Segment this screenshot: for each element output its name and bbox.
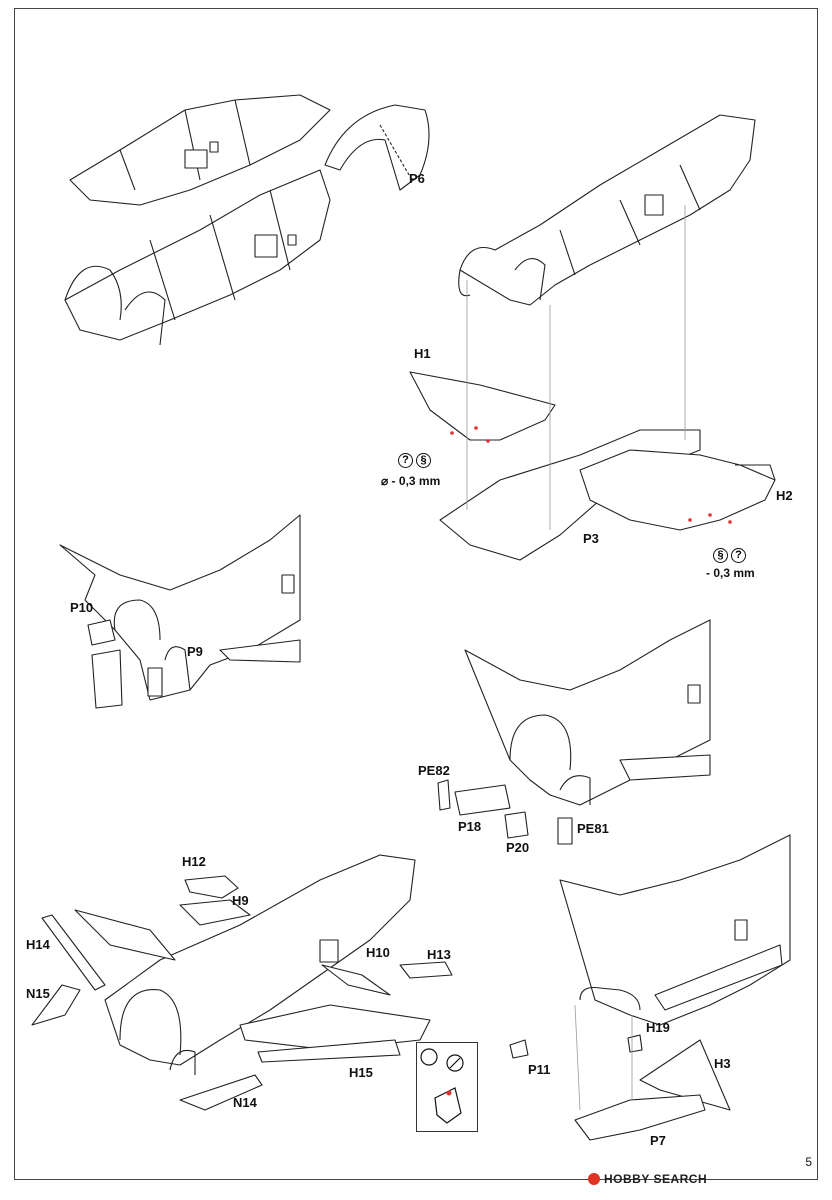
part-p20-drawing (504, 811, 529, 839)
label-p10: P10 (70, 600, 94, 615)
part-h10-drawing (321, 964, 391, 996)
watermark: HOBBY SEARCH (588, 1172, 707, 1186)
label-p3: P3 (583, 531, 599, 546)
inset-drawing (420, 1048, 464, 1124)
fuselage-upper-half-drawing (69, 94, 331, 206)
part-p7-drawing (574, 1094, 706, 1141)
part-h13-drawing (399, 961, 453, 979)
drill-note-right: - 0,3 mm (706, 566, 755, 580)
label-h13: H13 (427, 947, 451, 962)
part-pe81-drawing (557, 817, 573, 845)
part-p11-drawing (509, 1039, 529, 1059)
label-p18: P18 (458, 819, 482, 834)
step-c-airframe-drawing (59, 514, 301, 701)
label-pe81: PE81 (577, 821, 609, 836)
fuselage-assembly-drawing (458, 114, 756, 306)
detail-inset (416, 1042, 478, 1132)
fuselage-lower-half-drawing (64, 169, 331, 346)
part-n15-drawing (31, 984, 81, 1026)
question-icon: ? (731, 548, 746, 563)
drill-note-left: ⌀ - 0,3 mm (381, 474, 441, 488)
label-p9: P9 (187, 644, 203, 659)
question-icon: ? (398, 453, 413, 468)
label-p20: P20 (506, 840, 530, 855)
part-p9-drawing (91, 649, 123, 709)
watermark-text: HOBBY SEARCH (604, 1172, 708, 1186)
label-h12: H12 (182, 854, 206, 869)
label-n15: N15 (26, 986, 50, 1001)
label-h3: H3 (714, 1056, 731, 1071)
label-p6: P6 (409, 171, 425, 186)
label-h15: H15 (349, 1065, 373, 1080)
part-p10-drawing (87, 619, 116, 646)
page-number: 5 (805, 1155, 812, 1169)
part-h14-drawing (41, 914, 106, 991)
label-p11: P11 (528, 1062, 551, 1077)
label-p7: P7 (650, 1133, 666, 1148)
label-n14: N14 (233, 1095, 257, 1110)
page-border (14, 8, 818, 1180)
alignment-lines (466, 205, 686, 530)
part-h1-wing-drawing (409, 371, 556, 441)
part-h3-drawing (639, 1039, 731, 1111)
part-h2-wing-drawing (579, 449, 776, 531)
step-d-airframe-drawing (464, 619, 711, 806)
part-h19-drawing (627, 1034, 643, 1053)
step-e-airframe-drawing (74, 854, 431, 1075)
part-pe82-drawing (437, 779, 451, 811)
part-n14-drawing (179, 1074, 263, 1111)
label-h19: H19 (646, 1020, 670, 1035)
label-h10: H10 (366, 945, 390, 960)
watermark-logo-icon (588, 1173, 600, 1185)
part-p18-drawing (454, 784, 511, 816)
part-h12-drawing (184, 875, 239, 899)
part-h15-drawing (257, 1039, 401, 1063)
label-h1: H1 (414, 346, 431, 361)
label-pe82: PE82 (418, 763, 450, 778)
label-h9: H9 (232, 893, 249, 908)
drill-hole-markers (450, 426, 732, 524)
part-p6-drawing (324, 104, 430, 191)
drill-icon: § (416, 453, 431, 468)
part-h9-drawing (179, 899, 251, 926)
label-h2: H2 (776, 488, 793, 503)
step-f-airframe-drawing (559, 834, 791, 1026)
label-h14: H14 (26, 937, 50, 952)
drill-icon: § (713, 548, 728, 563)
